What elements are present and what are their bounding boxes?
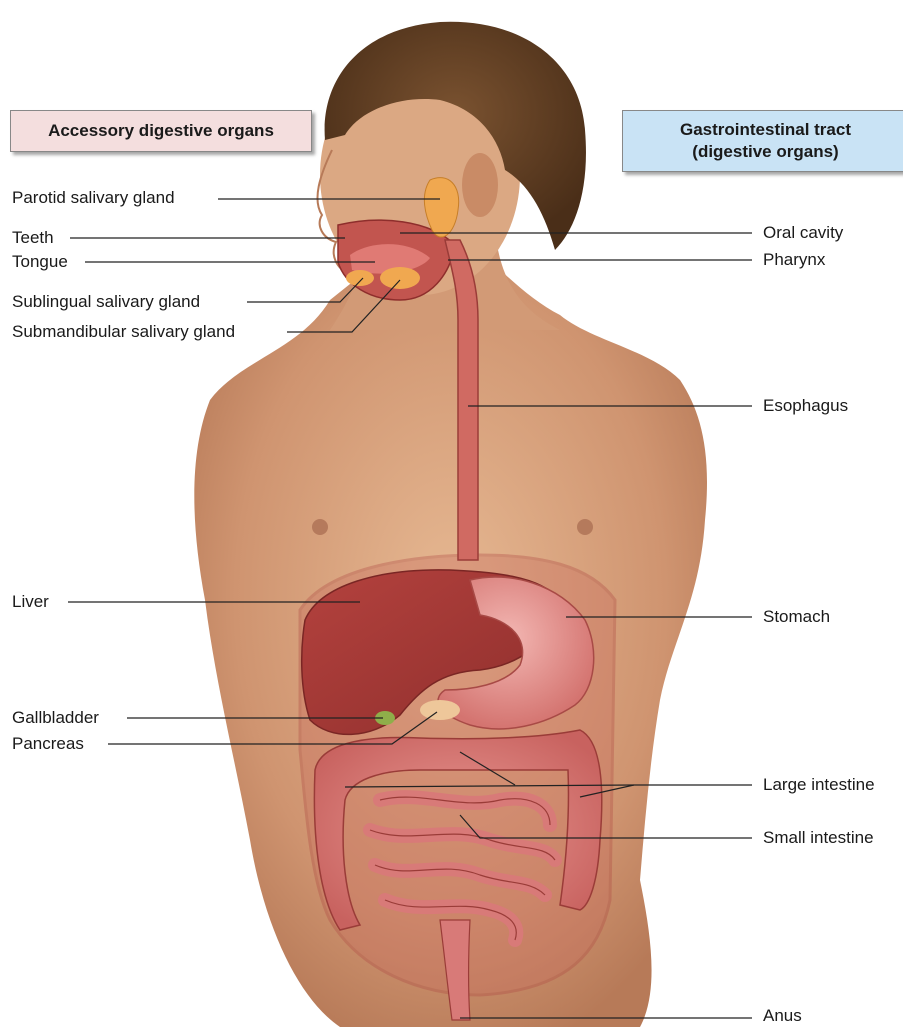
label-gallbladder: Gallbladder [12,708,99,728]
gi-tract-subtitle: (digestive organs) [692,141,838,163]
label-esophagus: Esophagus [763,396,848,416]
label-teeth: Teeth [12,228,54,248]
label-tongue: Tongue [12,252,68,272]
label-small-intestine: Small intestine [763,828,874,848]
label-parotid: Parotid salivary gland [12,188,175,208]
ear [462,153,498,217]
nipple-left [312,519,328,535]
gi-tract-title: Gastrointestinal tract [680,119,851,141]
nipple-right [577,519,593,535]
label-sublingual: Sublingual salivary gland [12,292,200,312]
label-large-intestine: Large intestine [763,775,875,795]
label-oral-cavity: Oral cavity [763,223,843,243]
accessory-organs-title: Accessory digestive organs [48,120,274,142]
label-anus: Anus [763,1006,802,1026]
label-pancreas: Pancreas [12,734,84,754]
pancreas-shape [420,700,460,720]
label-pharynx: Pharynx [763,250,825,270]
label-submandibular: Submandibular salivary gland [12,322,235,342]
gi-tract-header: Gastrointestinal tract (digestive organs… [622,110,903,172]
accessory-organs-header: Accessory digestive organs [10,110,312,152]
label-liver: Liver [12,592,49,612]
submandibular-gland [380,267,420,289]
label-stomach: Stomach [763,607,830,627]
sublingual-gland [346,270,374,286]
